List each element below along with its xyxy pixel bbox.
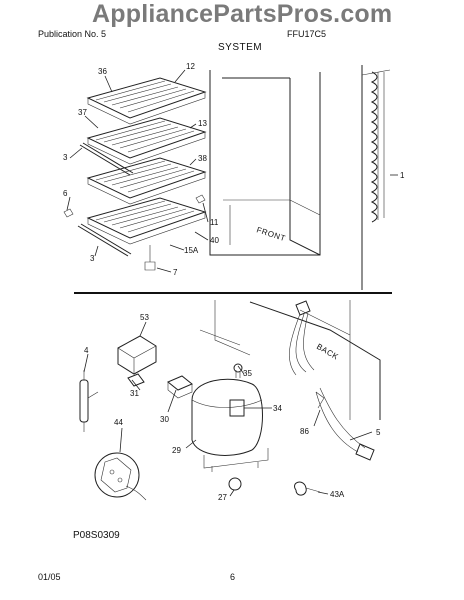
callout-38: 38 [198,154,207,163]
clamp-part [294,481,321,496]
callout-35: 35 [243,369,252,378]
callout-30: 30 [160,415,169,424]
section-divider [74,292,392,294]
callout-29: 29 [172,446,181,455]
front-label: FRONT [255,225,286,243]
callout-15a: 15A [184,246,199,255]
callout-3b: 3 [90,254,95,263]
footer-page-number: 6 [230,572,236,582]
top-leaders [66,69,209,273]
callout-36: 36 [98,67,107,76]
evaporator-shelves [63,77,207,271]
callout-5: 5 [376,428,381,437]
callout-6: 6 [63,189,68,198]
figure-code: P08S0309 [73,530,120,541]
callout-53: 53 [140,313,149,322]
watermark-logo: AppliancePartsPros.com [92,0,393,28]
cabinet-bottom [199,300,381,420]
callout-4: 4 [84,346,89,355]
callout-13: 13 [198,119,207,128]
compressor [191,363,269,491]
back-label: BACK [315,342,340,362]
footer-date: 01/05 [38,572,61,582]
callout-7: 7 [173,268,178,277]
callout-34: 34 [273,404,282,413]
freezer-cabinet [209,65,391,290]
callout-31: 31 [130,389,139,398]
callout-1: 1 [400,171,405,180]
overload-protector [117,335,157,387]
section-title: SYSTEM [218,42,263,53]
callout-3a: 3 [63,153,68,162]
callout-40: 40 [210,236,219,245]
model-label: FFU17C5 [287,29,327,39]
callout-11: 11 [210,218,219,227]
publication-label: Publication No. 5 [38,29,107,39]
power-cord-terminal [94,452,147,501]
callout-44: 44 [114,418,123,427]
condenser-coil [370,71,398,223]
callout-43a: 43A [330,490,345,499]
relay [167,375,193,399]
bottom-leaders [83,321,373,497]
callout-86: 86 [300,427,309,436]
callout-12: 12 [186,62,195,71]
callout-37: 37 [78,108,87,117]
callout-27: 27 [218,493,227,502]
drier-filter [79,370,99,432]
wiring-harness [289,300,375,461]
